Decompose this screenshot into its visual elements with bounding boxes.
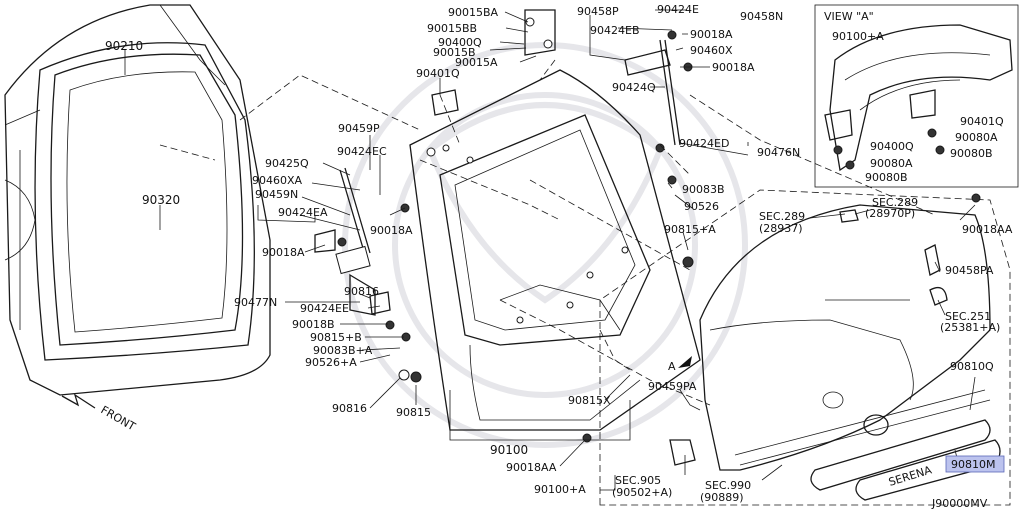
label-90015BA: 90015BA <box>448 6 499 19</box>
assembly-dash-lines <box>159 59 936 406</box>
label-90459P: 90459P <box>338 122 380 135</box>
label-sec-905: SEC.905 <box>615 474 661 487</box>
label-90460XA: 90460XA <box>252 174 303 187</box>
front-arrow-icon <box>61 393 96 409</box>
label-90424EA: 90424EA <box>278 206 328 219</box>
label-90015B: 90015B <box>433 46 476 59</box>
label-90816-1: 90816 <box>344 285 379 298</box>
label-90015BB: 90015BB <box>427 22 477 35</box>
label-sec-251: SEC.251 <box>945 310 991 323</box>
label-90424Q: 90424Q <box>612 81 656 94</box>
label-90424ED: 90424ED <box>679 137 729 150</box>
label-view-90080B-1: 90080B <box>950 147 993 160</box>
back-door-panel-90100 <box>409 69 701 431</box>
label-90018A-4: 90018A <box>262 246 305 259</box>
label-90458P: 90458P <box>577 5 619 18</box>
back-door-glass-90320 <box>50 53 244 346</box>
label-90320: 90320 <box>142 193 180 207</box>
label-90083B: 90083B <box>682 183 725 196</box>
label-90815-B: 90815+B <box>310 331 362 344</box>
label-view-90080A-2: 90080A <box>870 157 913 170</box>
label-sec-289-a: SEC.289 <box>759 210 805 223</box>
front-label: FRONT <box>99 403 138 433</box>
label-90424EC: 90424EC <box>337 145 387 158</box>
label-90100: 90100 <box>490 443 528 457</box>
label-90458N: 90458N <box>740 10 783 23</box>
label-90424E: 90424E <box>657 3 699 16</box>
highlight-90810M <box>945 455 1005 473</box>
label-view-90401Q: 90401Q <box>960 115 1004 128</box>
label-90018AA-1: 90018AA <box>962 223 1013 236</box>
label-90100-A: 90100+A <box>534 483 586 496</box>
label-sec-990: SEC.990 <box>705 479 751 492</box>
label-view-90080B-2: 90080B <box>865 171 908 184</box>
label-view-90100-A: 90100+A <box>832 30 884 43</box>
label-90018B: 90018B <box>292 318 335 331</box>
leader-lines <box>124 9 976 491</box>
label-90476N: 90476N <box>757 146 800 159</box>
label-90018A-1: 90018A <box>690 28 733 41</box>
front-indicator: FRONT <box>61 393 138 434</box>
label-90815: 90815 <box>396 406 431 419</box>
label-90210: 90210 <box>105 39 143 53</box>
label-90460X: 90460X <box>690 44 733 57</box>
view-a-arrow: A <box>668 356 692 373</box>
view-a-arrow-label: A <box>668 360 676 373</box>
label-28970P: (28970P) <box>865 207 915 220</box>
diagram-code: J90000MV <box>931 497 988 510</box>
label-view-90400Q: 90400Q <box>870 140 914 153</box>
label-90526: 90526 <box>684 200 719 213</box>
label-90526-A: 90526+A <box>305 356 357 369</box>
label-90018A-2: 90018A <box>712 61 755 74</box>
label-90083B-A: 90083B+A <box>313 344 373 357</box>
label-90424EB: 90424EB <box>590 24 640 37</box>
label-90459N: 90459N <box>255 188 298 201</box>
view-a-title: VIEW "A" <box>824 10 874 23</box>
label-view-90080A-1: 90080A <box>955 131 998 144</box>
label-90816-2: 90816 <box>332 402 367 415</box>
label-sec-289-b: SEC.289 <box>872 196 918 209</box>
label-25381-A: (25381+A) <box>940 321 1000 334</box>
label-90018A-3: 90018A <box>370 224 413 237</box>
hinge-top <box>431 9 556 116</box>
view-a-arrow-icon <box>678 356 692 368</box>
label-90425Q: 90425Q <box>265 157 309 170</box>
label-90502-A: (90502+A) <box>612 486 672 499</box>
vehicle-body-outline <box>4 4 271 396</box>
label-90815X: 90815X <box>568 394 611 407</box>
label-90424EE: 90424EE <box>300 302 349 315</box>
stay-assembly-left <box>335 167 376 316</box>
label-90889: (90889) <box>700 491 744 504</box>
weatherstrip-90210 <box>34 42 255 361</box>
label-90477N: 90477N <box>234 296 277 309</box>
label-90810Q: 90810Q <box>950 360 994 373</box>
label-90018AA-2: 90018AA <box>506 461 557 474</box>
label-28937: (28937) <box>759 222 803 235</box>
outer-door-skin-90100-A <box>599 189 1011 506</box>
stay-assembly-right <box>624 39 681 146</box>
label-90401Q: 90401Q <box>416 67 460 80</box>
label-90815-A: 90815+A <box>664 223 716 236</box>
label-90459PA: 90459PA <box>648 380 697 393</box>
label-90810M[interactable]: 90810M <box>951 458 995 471</box>
view-a-inset: VIEW "A" <box>814 4 1019 188</box>
label-90015A: 90015A <box>455 56 498 69</box>
label-90400Q: 90400Q <box>438 36 482 49</box>
part-labels: 90015BA 90015BB 90400Q 90015B 90015A 904… <box>105 3 1013 510</box>
label-90458PA: 90458PA <box>945 264 994 277</box>
